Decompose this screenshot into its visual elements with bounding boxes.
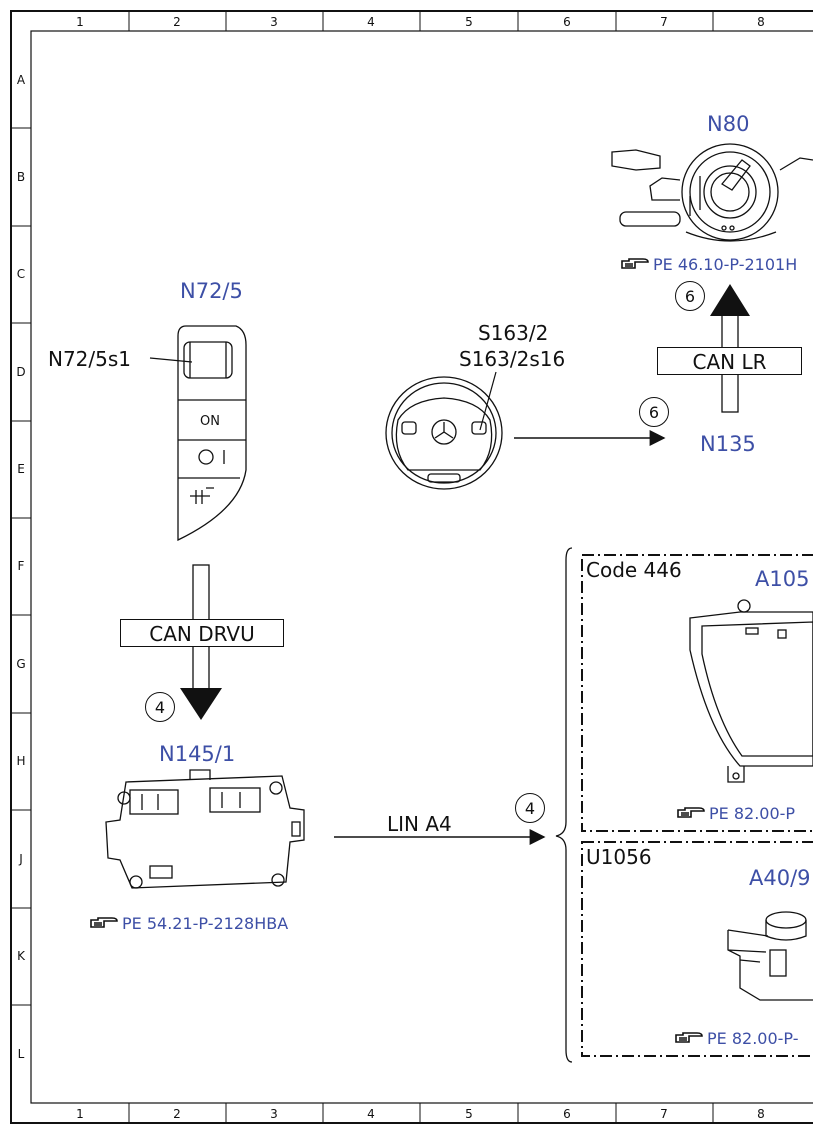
column-label-bottom-6: 6 xyxy=(563,1107,571,1121)
n80-label: N80 xyxy=(707,112,750,136)
n145-1-ref-text: PE 54.21-P-2128HBA xyxy=(122,914,289,933)
code-446-label: Code 446 xyxy=(586,558,682,582)
a40-9-label: A40/9 xyxy=(749,866,811,890)
column-label-top-5: 5 xyxy=(465,15,473,29)
column-label-top-4: 4 xyxy=(367,15,375,29)
row-label-K: K xyxy=(17,949,26,963)
column-label-top-2: 2 xyxy=(173,15,181,29)
n80-drawing xyxy=(611,143,813,242)
n145-1-drawing xyxy=(105,769,305,889)
code-446-box xyxy=(581,554,813,832)
column-label-top-1: 1 xyxy=(76,15,84,29)
column-label-bottom-3: 3 xyxy=(270,1107,278,1121)
pointing-hand-icon xyxy=(90,917,118,928)
row-label-J: J xyxy=(18,852,23,866)
column-label-bottom-5: 5 xyxy=(465,1107,473,1121)
n80-reference[interactable]: PE 46.10-P-2101H xyxy=(621,256,797,273)
column-label-top-6: 6 xyxy=(563,15,571,29)
row-label-D: D xyxy=(16,365,25,379)
column-labels-bottom: 1 2 3 4 5 6 7 8 xyxy=(76,1107,765,1121)
a105-drawing xyxy=(689,599,813,783)
connection-4-left: 4 xyxy=(145,692,175,722)
column-label-bottom-7: 7 xyxy=(660,1107,668,1121)
row-label-E: E xyxy=(17,462,25,476)
pointing-hand-icon xyxy=(677,807,705,818)
s163-2-label: S163/2 xyxy=(478,321,549,345)
a40-9-reference[interactable]: PE 82.00-P- xyxy=(675,1030,799,1047)
row-label-F: F xyxy=(18,559,25,573)
row-label-C: C xyxy=(17,267,25,281)
a105-ref-text: PE 82.00-P xyxy=(709,804,796,823)
n72-5s1-leader xyxy=(149,357,193,363)
n145-1-label: N145/1 xyxy=(159,742,236,766)
can-drvu-label: CAN DRVU xyxy=(120,619,284,647)
row-dividers xyxy=(11,127,31,1006)
row-label-G: G xyxy=(16,657,25,671)
a105-reference[interactable]: PE 82.00-P xyxy=(677,805,795,822)
s163-2s16-label: S163/2s16 xyxy=(459,347,566,371)
column-label-bottom-1: 1 xyxy=(76,1107,84,1121)
row-labels: A B C D E F G H J K L xyxy=(16,73,26,1061)
outer-frame xyxy=(10,10,813,1124)
column-labels-top: 1 2 3 4 5 6 7 8 xyxy=(76,15,765,29)
column-label-bottom-4: 4 xyxy=(367,1107,375,1121)
n72-5-label: N72/5 xyxy=(180,279,243,303)
connection-6-mid: 6 xyxy=(639,397,669,427)
a40-9-ref-text: PE 82.00-P- xyxy=(707,1029,799,1048)
u1056-label: U1056 xyxy=(586,845,652,869)
connection-6-top: 6 xyxy=(675,281,705,311)
pointing-hand-icon xyxy=(621,258,649,269)
can-lr-label: CAN LR xyxy=(657,347,802,375)
pointing-hand-icon xyxy=(675,1032,703,1043)
lin-a4-label: LIN A4 xyxy=(387,812,452,836)
on-button-label: ON xyxy=(200,414,220,429)
row-label-B: B xyxy=(17,170,25,184)
column-label-top-3: 3 xyxy=(270,15,278,29)
n80-ref-text: PE 46.10-P-2101H xyxy=(653,255,798,274)
connection-4-mid: 4 xyxy=(515,793,545,823)
a105-label: A105 xyxy=(755,567,810,591)
n72-5-drawing xyxy=(177,325,247,542)
row-label-H: H xyxy=(16,754,25,768)
inner-frame xyxy=(30,30,813,1104)
n145-1-reference[interactable]: PE 54.21-P-2128HBA xyxy=(90,915,288,932)
column-label-bottom-8: 8 xyxy=(757,1107,765,1121)
column-dividers xyxy=(128,11,714,1123)
a40-9-drawing xyxy=(727,911,813,1001)
s163-leader xyxy=(479,371,497,431)
u1056-box xyxy=(581,841,813,1057)
n135-label: N135 xyxy=(700,432,756,456)
row-label-A: A xyxy=(17,73,26,87)
n72-5s1-callout: N72/5s1 xyxy=(48,347,132,371)
column-label-top-7: 7 xyxy=(660,15,668,29)
row-label-L: L xyxy=(18,1047,25,1061)
group-brace xyxy=(555,547,573,1063)
steering-wheel-drawing xyxy=(385,376,503,490)
column-label-top-8: 8 xyxy=(757,15,765,29)
column-label-bottom-2: 2 xyxy=(173,1107,181,1121)
